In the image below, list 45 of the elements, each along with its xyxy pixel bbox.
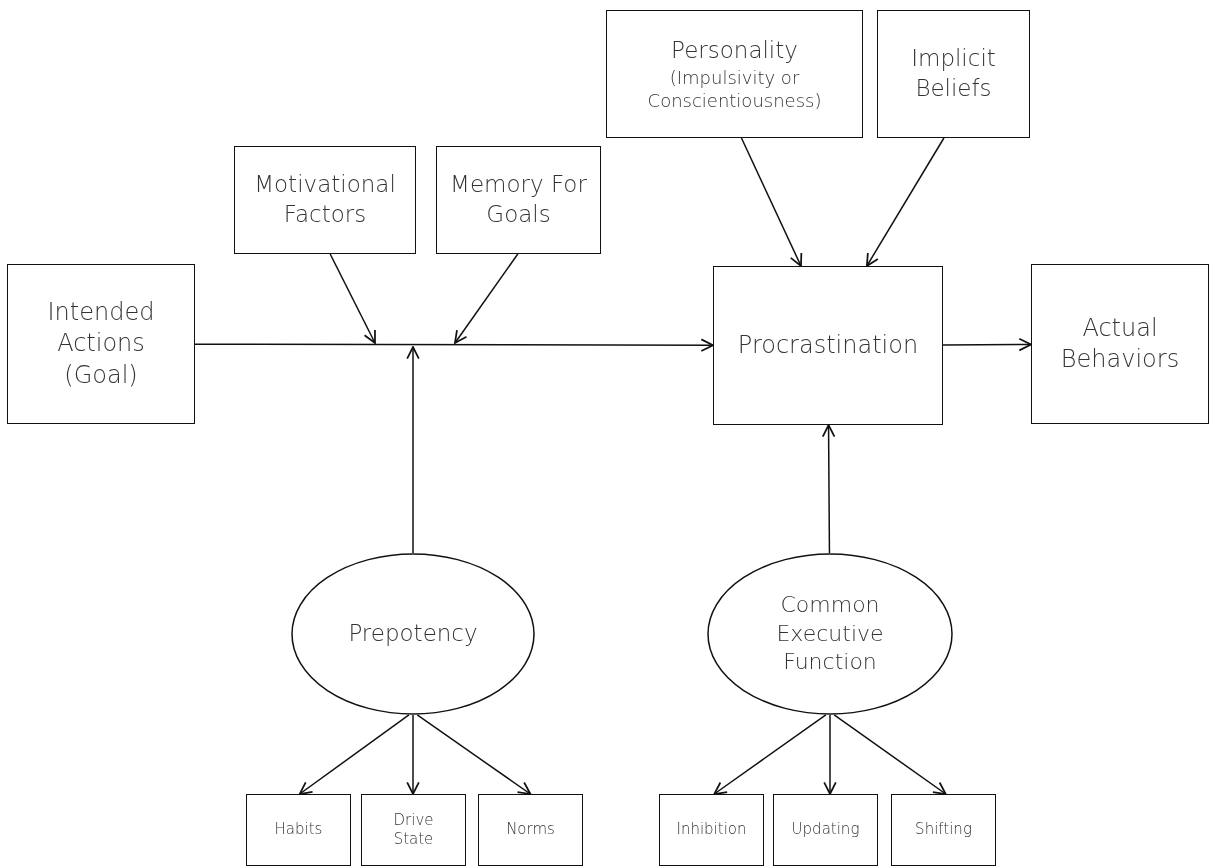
arrow <box>833 714 947 795</box>
node-text: (Impulsivity or Conscientiousness) <box>646 65 823 113</box>
arrow <box>740 137 803 267</box>
arrow <box>406 714 420 795</box>
node-text: Motivational Factors <box>253 170 397 229</box>
node-text: Prepotency <box>347 619 479 649</box>
arrow <box>406 346 420 554</box>
process-box <box>1031 264 1209 424</box>
node-text: Personality <box>670 35 799 65</box>
ellipse-node <box>707 553 953 715</box>
process-box <box>891 794 996 866</box>
arrow <box>942 337 1032 352</box>
ellipse-node <box>291 553 535 715</box>
node-text: Inhibition <box>675 820 748 840</box>
arrow <box>823 714 837 795</box>
node-text: Updating <box>790 820 861 840</box>
node-text: Actual Behaviors <box>1059 312 1181 375</box>
arrow <box>194 338 714 352</box>
node-text: Memory For Goals <box>449 170 588 229</box>
process-box <box>436 146 601 254</box>
arrow <box>329 253 376 344</box>
node-text: Common Executive Function <box>775 591 885 677</box>
arrow <box>713 714 827 795</box>
process-box <box>361 794 466 866</box>
arrow <box>416 714 532 795</box>
process-box <box>713 266 943 425</box>
arrow <box>821 424 836 554</box>
node-text: Intended Actions (Goal) <box>46 297 156 391</box>
process-box <box>606 10 863 138</box>
arrow <box>298 714 410 795</box>
node-text: Drive State <box>392 810 435 850</box>
process-box <box>877 10 1030 138</box>
node-text: Shifting <box>914 820 973 840</box>
arrow <box>865 137 945 267</box>
process-box <box>659 794 764 866</box>
node-text: Norms <box>505 820 556 840</box>
node-text: Habits <box>273 820 324 840</box>
process-box <box>773 794 878 866</box>
node-text: Implicit Beliefs <box>910 44 997 103</box>
process-box <box>234 146 416 254</box>
node-text: Procrastination <box>736 329 920 361</box>
arrow <box>454 253 519 344</box>
process-box <box>7 264 195 424</box>
process-box <box>246 794 351 866</box>
process-box <box>478 794 583 866</box>
